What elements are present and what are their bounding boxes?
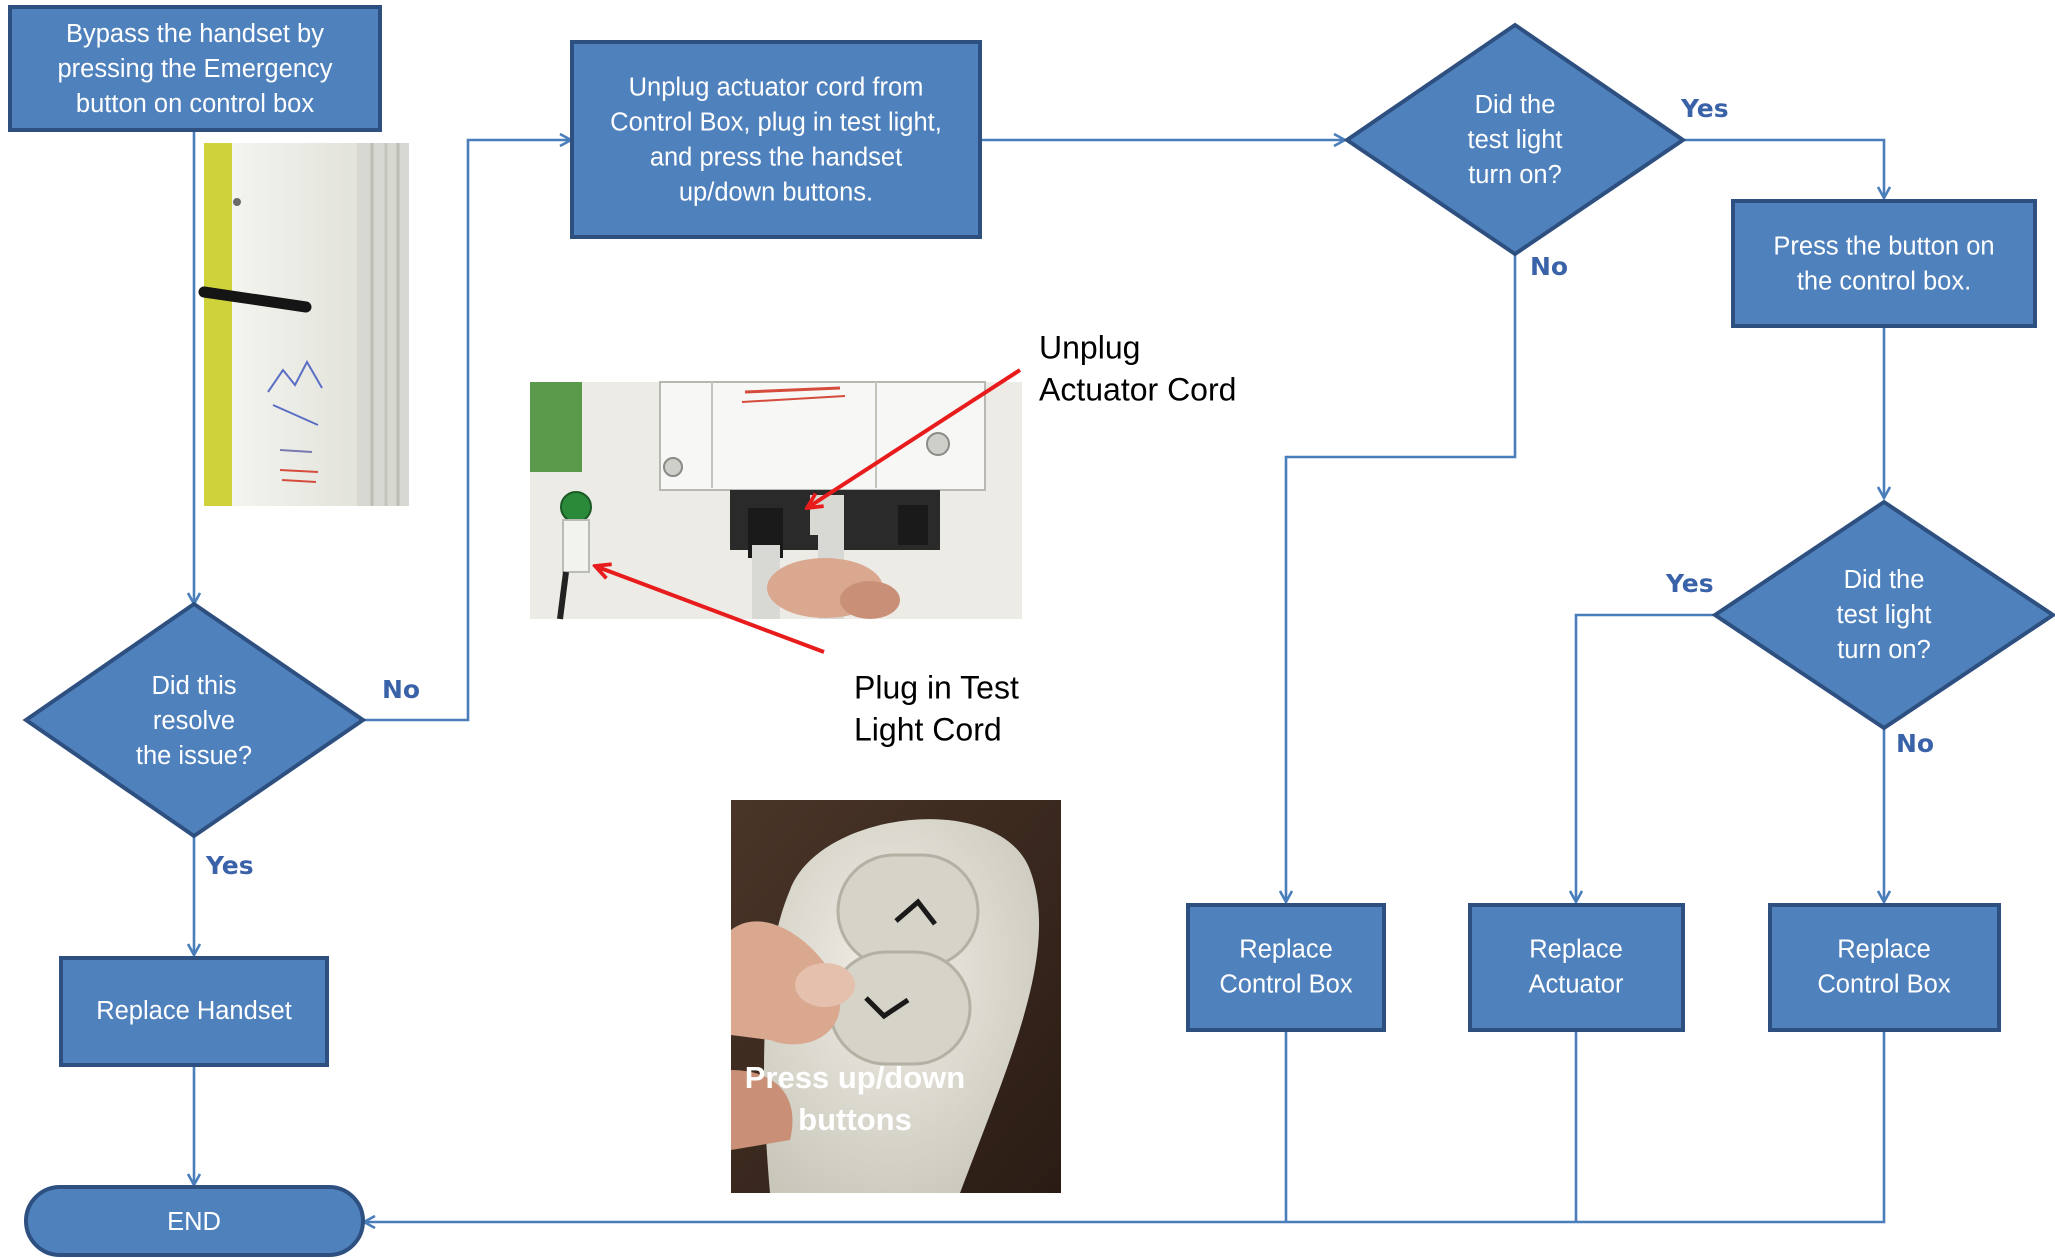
end-terminator bbox=[24, 1185, 365, 1257]
replace-handset-box bbox=[59, 956, 329, 1067]
resolve-issue-text-line: Did this bbox=[151, 672, 236, 700]
test2-no-label: No bbox=[1896, 729, 1934, 758]
end-text-line: END bbox=[167, 1208, 221, 1236]
emergency-button-photo bbox=[198, 143, 409, 506]
handset-photo: Press up/down buttons bbox=[731, 800, 1061, 1193]
edge-resolve-no-to-unplug bbox=[363, 140, 571, 722]
edge-test2-yes-to-replace-actuator bbox=[1576, 613, 1715, 902]
edge-test1-yes-to-press-button bbox=[1683, 138, 1884, 198]
test-light-decision-2 bbox=[1711, 499, 2055, 731]
replace-control-box-2-box bbox=[1768, 903, 2001, 1032]
unplug-actuator-text-line: Unplug actuator cord from bbox=[629, 73, 924, 101]
bypass-handset-text-line: pressing the Emergency bbox=[58, 55, 333, 83]
press-button-text-line: Press the button on bbox=[1773, 232, 1994, 260]
unplug-actuator-text-line: up/down buttons. bbox=[679, 178, 873, 206]
plug-test-light-callout-line: Plug in Test bbox=[854, 670, 1019, 706]
resolve-issue-text: Did this resolve the issue? bbox=[136, 672, 252, 770]
replace-actuator-text-line: Replace bbox=[1529, 935, 1623, 963]
test-light-2-text: Did the test light turn on? bbox=[1837, 566, 1932, 664]
handset-caption-line: buttons bbox=[798, 1102, 912, 1137]
replace-control-box-1-text-line: Control Box bbox=[1219, 970, 1352, 998]
test-light-1-text-line: turn on? bbox=[1468, 161, 1562, 189]
replace-handset-text: Replace Handset bbox=[96, 997, 292, 1025]
node-labels: Bypass the handset by pressing the Emerge… bbox=[58, 20, 1995, 1236]
end-text: END bbox=[167, 1208, 221, 1236]
test-light-2-text-line: test light bbox=[1837, 601, 1932, 629]
replace-actuator-text-line: Actuator bbox=[1529, 970, 1624, 998]
plug-test-light-pointer bbox=[595, 566, 825, 654]
unplug-actuator-text-line: Control Box, plug in test light, bbox=[610, 108, 942, 136]
test2-yes-label: Yes bbox=[1665, 569, 1714, 598]
nodes bbox=[8, 5, 2055, 1257]
test-light-1-text-line: Did the bbox=[1475, 91, 1556, 119]
plug-test-light-callout-line: Light Cord bbox=[854, 712, 1002, 748]
edge-test1-no-to-replace-control-box-1 bbox=[1286, 254, 1517, 902]
unplug-actuator-callout-line: Unplug bbox=[1039, 330, 1140, 366]
resolve-yes-label: Yes bbox=[205, 851, 254, 880]
bypass-handset-text-line: Bypass the handset by bbox=[66, 20, 324, 48]
replace-control-box-2-text-line: Replace bbox=[1837, 935, 1931, 963]
replace-actuator-box bbox=[1468, 903, 1685, 1032]
replace-control-box-1-box bbox=[1186, 903, 1386, 1032]
test-light-1-text: Did the test light turn on? bbox=[1468, 91, 1563, 189]
edge-replacements-to-end bbox=[364, 1030, 1886, 1222]
unplug-actuator-box bbox=[570, 40, 982, 239]
replace-control-box-2-text-line: Control Box bbox=[1817, 970, 1950, 998]
unplug-actuator-pointer bbox=[807, 368, 1022, 508]
replace-control-box-1-text-line: Replace bbox=[1239, 935, 1333, 963]
resolve-issue-text-line: the issue? bbox=[136, 742, 252, 770]
test-light-decision-1 bbox=[1343, 22, 1687, 257]
connectors bbox=[194, 130, 1884, 1222]
bypass-handset-text: Bypass the handset by pressing the Emerge… bbox=[58, 20, 333, 118]
bypass-handset-text-line: button on control box bbox=[76, 90, 314, 118]
unplug-actuator-text-line: and press the handset bbox=[650, 143, 902, 171]
unplug-actuator-callout-line: Actuator Cord bbox=[1039, 372, 1236, 408]
handset-caption: Press up/down buttons bbox=[745, 1060, 965, 1137]
resolve-no-label: No bbox=[382, 675, 420, 704]
test1-yes-label: Yes bbox=[1680, 94, 1729, 123]
test-light-1-text-line: test light bbox=[1468, 126, 1563, 154]
bypass-handset-box bbox=[8, 5, 382, 132]
pointer-arrows bbox=[595, 368, 1022, 654]
resolve-issue-decision bbox=[22, 601, 367, 839]
handset-caption-line: Press up/down bbox=[745, 1060, 965, 1095]
replace-handset-text-line: Replace Handset bbox=[96, 997, 292, 1025]
press-button-box bbox=[1731, 199, 2037, 328]
test-light-2-text-line: Did the bbox=[1844, 566, 1925, 594]
press-button-text: Press the button on the control box. bbox=[1773, 232, 1994, 295]
resolve-issue-text-line: resolve bbox=[153, 707, 235, 735]
press-button-text-line: the control box. bbox=[1797, 267, 1971, 295]
edge-labels: No Yes Yes No Yes No bbox=[205, 94, 1934, 880]
test1-no-label: No bbox=[1530, 252, 1568, 281]
test-light-2-text-line: turn on? bbox=[1837, 636, 1931, 664]
